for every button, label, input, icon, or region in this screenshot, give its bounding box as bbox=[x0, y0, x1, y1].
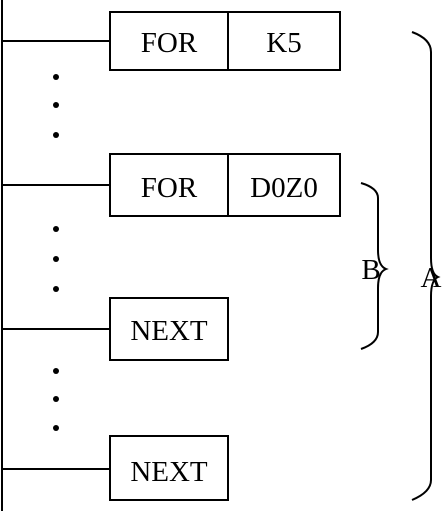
ellipsis-dots bbox=[53, 74, 59, 138]
ellipsis-dots bbox=[53, 226, 59, 292]
ellipsis-dots bbox=[53, 368, 59, 431]
rung-next-outer: NEXT bbox=[2, 435, 229, 501]
rung-for-k5: FOR K5 bbox=[2, 11, 341, 71]
instruction-op-label: FOR bbox=[141, 172, 198, 204]
instruction-op-box bbox=[109, 153, 229, 217]
instruction-op-box bbox=[109, 435, 229, 501]
instruction-op-label: FOR bbox=[141, 27, 198, 59]
outer-loop-label: A bbox=[421, 262, 442, 294]
instruction-op-label: NEXT bbox=[130, 315, 208, 347]
inner-loop-brace bbox=[360, 182, 389, 350]
instruction-op-label: NEXT bbox=[130, 456, 208, 488]
outer-loop-brace bbox=[411, 31, 441, 501]
instruction-operand-box bbox=[227, 11, 341, 71]
inner-loop-label: B bbox=[361, 254, 380, 286]
instruction-op-box bbox=[109, 297, 229, 361]
rung-next-inner: NEXT bbox=[2, 297, 229, 361]
instruction-operand-label: K5 bbox=[266, 27, 301, 59]
instruction-operand-box bbox=[227, 153, 341, 217]
instruction-operand-label: D0Z0 bbox=[250, 172, 318, 204]
rung-for-d0z0: FOR D0Z0 bbox=[2, 153, 341, 217]
